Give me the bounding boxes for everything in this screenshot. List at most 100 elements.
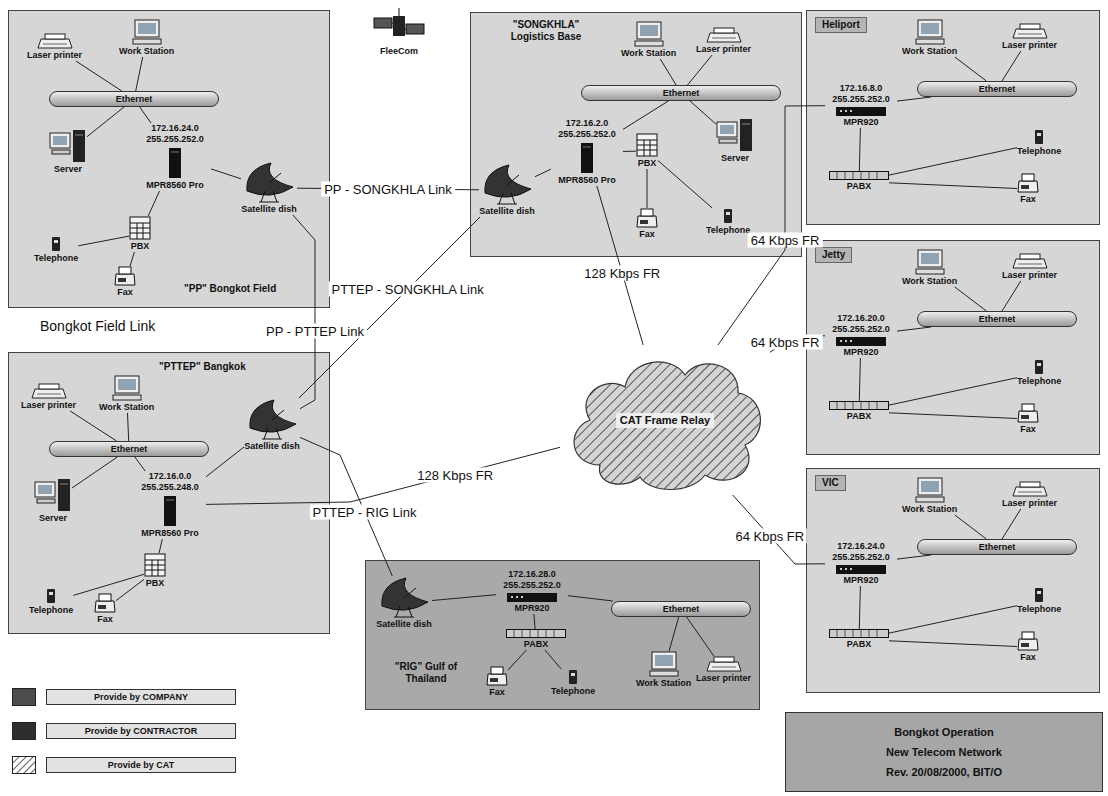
sat-icon-box (372, 6, 426, 46)
pabx-icon (829, 171, 889, 180)
work-station: Work Station (99, 375, 154, 413)
pabx: PABX (506, 629, 566, 650)
fax: Fax (486, 666, 508, 698)
lp-icon-box (1012, 481, 1048, 497)
device-label: PABX (847, 639, 871, 650)
device-label: Work Station (636, 678, 691, 689)
device-label: Telephone (29, 605, 73, 616)
device-label: Server (39, 513, 67, 524)
cable-line (116, 579, 144, 600)
fax: Fax (94, 593, 116, 625)
pabx-icon-box (829, 171, 889, 180)
cable-line (70, 411, 116, 441)
bus-label: Ethernet (111, 444, 148, 455)
pabx-icon (506, 629, 566, 638)
cable-line (1002, 281, 1021, 311)
cable-line (72, 457, 117, 488)
tel-icon-box (1034, 587, 1044, 603)
work-station: Work Station (902, 19, 957, 57)
cable-line (889, 148, 1017, 175)
telephone-icon (723, 208, 733, 224)
tel-icon-box (723, 208, 733, 224)
work-station-icon (132, 19, 162, 45)
cable-line (159, 539, 162, 553)
device-label: Laser printer (696, 44, 751, 55)
device-label: MPR920 (843, 117, 878, 128)
pbx-icon (636, 133, 658, 157)
server: Server (34, 478, 72, 524)
pabx: PABX (829, 629, 889, 650)
satellite-dish: Satellite dish (376, 576, 432, 630)
cable-line (135, 457, 145, 471)
srv-icon-box (34, 478, 72, 512)
cable-line (889, 183, 1017, 189)
srv-icon-box (716, 118, 754, 152)
hatch-swatch (12, 756, 36, 774)
r9-icon-box (507, 593, 557, 602)
link-line (293, 215, 315, 409)
device-label: Work Station (902, 46, 957, 57)
ethernet-bus: Ethernet (917, 311, 1077, 327)
legend-box: Provide by CAT (46, 757, 236, 773)
tel-icon-box (1034, 359, 1044, 375)
satellite-dish-icon (241, 161, 297, 203)
ethernet-bus: Ethernet (49, 91, 219, 107)
server-icon (716, 118, 754, 152)
device-label: MPR8560 Pro (141, 528, 199, 539)
link-label: 64 Kbps FR (748, 233, 823, 248)
satellite: FleeCom (372, 6, 426, 57)
ws-icon-box (915, 19, 945, 45)
device-label: Work Station (99, 402, 154, 413)
cable-line (897, 555, 931, 559)
pabx: PABX (829, 171, 889, 192)
lp-icon-box (37, 33, 73, 49)
fax-icon-box (1017, 631, 1039, 651)
telephone: Telephone (1017, 587, 1061, 615)
ip-address: 172.16.0.0 255.255.248.0 (134, 471, 206, 493)
device-label: Work Station (621, 48, 676, 59)
tel-icon-box (1034, 129, 1044, 145)
site-title: "RIG" Gulf of Thailand (376, 661, 476, 685)
satellite-icon (372, 6, 426, 46)
router-mpr8560: 172.16.24.0 255.255.252.0MPR8560 Pro (139, 123, 211, 191)
telephone: Telephone (1017, 359, 1061, 387)
link-line (718, 106, 825, 345)
ws-icon-box (915, 249, 945, 275)
srv-icon-box (49, 129, 87, 163)
device-label: Server (54, 164, 82, 175)
work-station-icon (915, 477, 945, 503)
device-label: Fax (117, 287, 133, 298)
link-line (299, 217, 480, 398)
device-label: MPR920 (843, 347, 878, 358)
device-label: Laser printer (1002, 40, 1057, 51)
site-title: "PTTEP" Bangkok (159, 361, 246, 373)
device-label: Server (721, 153, 749, 164)
ethernet-bus: Ethernet (917, 539, 1077, 555)
telephone: Telephone (706, 208, 750, 236)
work-station: Work Station (902, 249, 957, 287)
device-label: Telephone (551, 686, 595, 697)
r85-icon-box (163, 495, 177, 527)
lp-icon-box (1012, 253, 1048, 269)
dish-icon-box (241, 161, 297, 203)
cable-line (687, 617, 714, 656)
ws-icon-box (915, 477, 945, 503)
cable-line (432, 595, 496, 601)
satellite-dish: Satellite dish (241, 161, 297, 215)
pabx: PABX (829, 401, 889, 422)
ip-address: 172.16.8.0 255.255.252.0 (825, 83, 897, 105)
fax-icon (1017, 173, 1039, 193)
device-label: PABX (524, 639, 548, 650)
cable-line (669, 617, 679, 651)
pabx-icon (829, 629, 889, 638)
device-label: Laser printer (696, 673, 751, 684)
tel-icon-box (568, 669, 578, 685)
link-group-label: Bongkot Field Link (40, 318, 155, 334)
router-mpr920-icon (836, 565, 886, 574)
fax-icon-box (1017, 403, 1039, 423)
cable-line (859, 128, 860, 171)
cable-line (955, 515, 987, 539)
device-label: PBX (146, 578, 165, 589)
device-label: Fax (1020, 194, 1036, 205)
telephone: Telephone (1017, 129, 1061, 157)
